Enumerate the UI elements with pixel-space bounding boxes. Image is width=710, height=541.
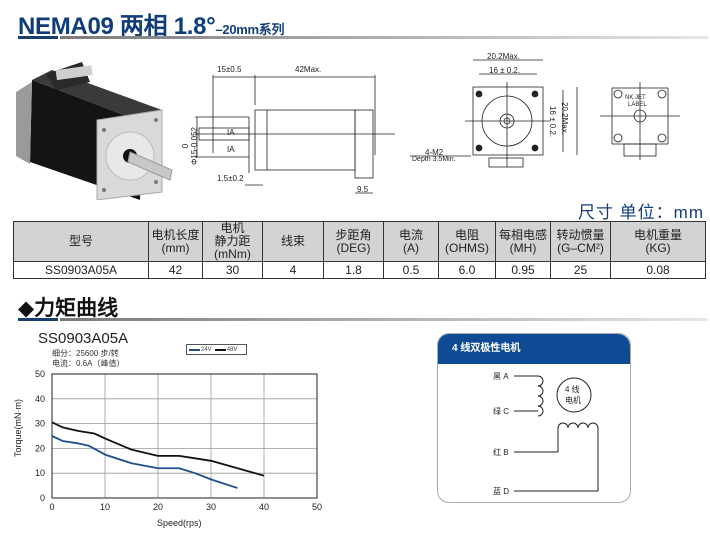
- svg-text:40: 40: [35, 394, 45, 404]
- dim-hole-spacing-v: 16 ± 0.2.: [548, 105, 558, 138]
- rear-label-line1: NK JET: [625, 95, 646, 101]
- col-model: 型号: [13, 221, 149, 262]
- cell-step-angle: 1.8: [323, 261, 384, 279]
- motor-label-2: 电机: [565, 396, 581, 405]
- col-resistance: 电阻(OHMS): [438, 221, 496, 262]
- cell-torque: 30: [202, 261, 263, 279]
- wiring-diagram: 4 线双极性电机 黑 A 绿 C 红 B 蓝 D 4 线 电机: [437, 333, 631, 503]
- lead-green-c: 绿 C: [493, 407, 509, 416]
- col-holding-torque: 电机静力距(mNm): [202, 221, 263, 262]
- col-weight: 电机重量(KG): [610, 221, 706, 262]
- cell-current: 0.5: [383, 261, 439, 279]
- table-row: SS0903A05A 42 30 4 1.8 0.5 6.0 0.95 25 0…: [13, 261, 706, 279]
- cell-inertia: 25: [550, 261, 611, 279]
- dim-diameter-tol: 0: [181, 143, 190, 149]
- dim-thread: 4-M2: [425, 148, 444, 157]
- legend-swatch-48v: [214, 348, 226, 351]
- title-rule: [18, 36, 708, 39]
- legend-label-24v: 24V: [201, 346, 212, 353]
- col-length: 电机长度(mm): [148, 221, 203, 262]
- front-view-drawing: 20.2Max. 16 ± 0.2. 16 ± 0.2. 20.2Max. 4-…: [405, 52, 580, 172]
- lead-blue-d: 蓝 D: [493, 487, 509, 496]
- side-view-drawing: 15±0.5 42Max. IA IA 1.5±0.2 9.5 0 Φ15-0.…: [181, 55, 395, 200]
- chart-note-microstep: 细分：25600 步/转: [52, 349, 119, 358]
- svg-text:50: 50: [312, 502, 322, 512]
- chart-model: SS0903A05A: [38, 330, 129, 347]
- dim-shaft-length: 15±0.5: [217, 65, 242, 74]
- dim-overall-height: 20.2Max.: [559, 102, 569, 135]
- svg-text:20: 20: [153, 502, 163, 512]
- chart-legend: 24V 48V: [186, 344, 247, 355]
- svg-text:0: 0: [49, 502, 54, 512]
- page-title: NEMA09 两相 1.8°–20mm系列: [18, 6, 284, 41]
- wiring-title: 4 线双极性电机: [438, 334, 630, 364]
- dim-diameter: 0 Φ15-0.052: [181, 111, 199, 181]
- col-inertia: 转动惯量(G–CM²): [550, 221, 611, 262]
- cell-inductance: 0.95: [495, 261, 551, 279]
- dim-flat-1: IA: [227, 128, 235, 137]
- dim-body-length: 42Max.: [295, 65, 322, 74]
- cell-leads: 4: [262, 261, 324, 279]
- col-step-angle: 步距角(DEG): [323, 221, 384, 262]
- title-sub: –20mm系列: [215, 22, 285, 37]
- motor-label-1: 4 线: [565, 385, 580, 394]
- rear-label-line2: LABEL: [628, 102, 647, 108]
- legend-swatch-24v: [189, 348, 200, 351]
- svg-text:30: 30: [35, 419, 45, 429]
- svg-text:30: 30: [206, 502, 216, 512]
- spec-header-row: 型号 电机长度(mm) 电机静力距(mNm) 线束 步距角(DEG) 电流(A)…: [13, 221, 706, 262]
- section-title: ◆力矩曲线: [18, 297, 119, 320]
- torque-chart: 0 10 20 30 40 50 0 10 20 30 40 50 Torque(mN·m) Spee…: [0, 368, 330, 533]
- svg-text:20: 20: [35, 443, 45, 453]
- svg-text:40: 40: [259, 502, 269, 512]
- dim-rear: 9.5: [357, 185, 369, 194]
- motor-photo: [12, 52, 192, 201]
- svg-text:10: 10: [35, 468, 45, 478]
- cell-resistance: 6.0: [438, 261, 496, 279]
- rear-view-drawing: NK JET LABEL: [600, 82, 690, 162]
- cell-length: 42: [148, 261, 203, 279]
- dim-flange: 1.5±0.2: [217, 174, 244, 183]
- dim-depth: Depth 3.5Min.: [412, 156, 456, 163]
- svg-text:0: 0: [40, 493, 45, 503]
- dim-overall-width: 20.2Max.: [487, 52, 520, 61]
- spec-table: 型号 电机长度(mm) 电机静力距(mNm) 线束 步距角(DEG) 电流(A)…: [13, 221, 706, 279]
- y-axis-label: Torque(mN·m): [13, 399, 23, 458]
- x-axis-label: Speed(rps): [157, 518, 202, 528]
- dim-hole-spacing-h: 16 ± 0.2.: [489, 66, 521, 75]
- col-leads: 线束: [262, 221, 324, 262]
- lead-red-b: 红 B: [493, 448, 509, 457]
- svg-text:50: 50: [35, 369, 45, 379]
- svg-text:10: 10: [100, 502, 110, 512]
- units-label: 尺寸 单位：mm: [577, 203, 704, 222]
- col-inductance: 每相电感(MH): [495, 221, 551, 262]
- legend-label-48v: 48V: [226, 346, 238, 353]
- title-main: NEMA09 两相 1.8°: [18, 13, 216, 40]
- section-rule: [18, 318, 708, 321]
- cell-model: SS0903A05A: [13, 261, 149, 279]
- dim-flat-2: IA: [227, 145, 235, 154]
- col-current: 电流(A): [383, 221, 439, 262]
- dim-diameter-value: Φ15-0.052: [190, 127, 199, 165]
- lead-black-a: 黑 A: [493, 372, 509, 381]
- chart-note-current: 电流：0.6A（峰值）: [52, 359, 125, 368]
- cell-weight: 0.08: [610, 261, 706, 279]
